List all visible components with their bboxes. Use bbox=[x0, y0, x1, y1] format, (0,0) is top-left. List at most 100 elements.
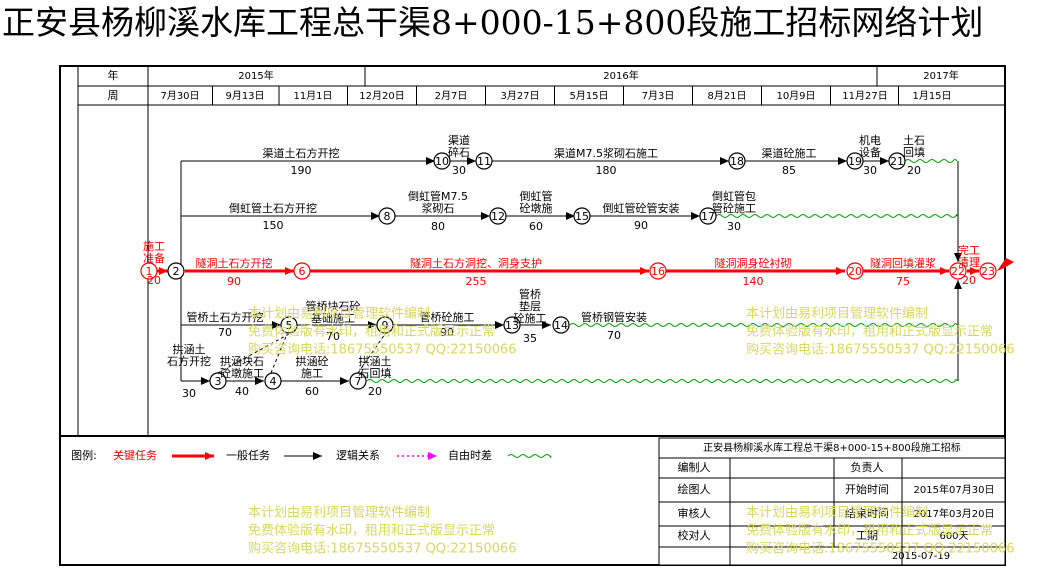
title-block-label: 开始时间 bbox=[845, 482, 889, 496]
node-4 bbox=[264, 372, 282, 390]
legend-logic-head bbox=[428, 452, 437, 460]
task-duration: 85 bbox=[782, 164, 796, 177]
node-23 bbox=[979, 262, 997, 280]
diagram-frame bbox=[59, 65, 1006, 566]
task-name: 施工 bbox=[301, 367, 323, 380]
node-10 bbox=[433, 152, 451, 170]
watermark-line: 免费体验版有水印，租用和正式版显示正常 bbox=[248, 324, 495, 340]
date-label: 12月20日 bbox=[359, 90, 404, 102]
task-duration: 30 bbox=[727, 220, 741, 233]
legend-label: 图例: bbox=[71, 448, 97, 462]
arrow-3-4-head bbox=[255, 377, 264, 385]
task-name: 清理 bbox=[958, 256, 980, 269]
task-duration: 255 bbox=[466, 275, 487, 288]
node-6-label: 6 bbox=[299, 265, 306, 278]
arrow-18-19-head bbox=[838, 157, 847, 165]
node-6 bbox=[293, 262, 311, 280]
arrow-19-21-head bbox=[880, 157, 889, 165]
task-name: 隧洞洞身砼衬砌 bbox=[715, 256, 792, 270]
title-block-label: 审核人 bbox=[678, 506, 711, 520]
task-arrows bbox=[157, 157, 1014, 385]
task-duration: 75 bbox=[896, 275, 910, 288]
node-1 bbox=[140, 262, 158, 280]
legend-float-wave bbox=[507, 454, 552, 458]
title-block-label: 工期 bbox=[856, 529, 878, 542]
task-labels: 施工准备20渠道土石方开挖190渠道碎石30渠道M7.5浆砌石施工180渠道砼施… bbox=[143, 133, 980, 400]
node-7-label: 7 bbox=[355, 375, 362, 388]
arrow-21-22-head bbox=[954, 253, 962, 262]
task-name: 管桥块石砼 bbox=[306, 299, 361, 313]
task-name: 管桥砼施工 bbox=[420, 310, 475, 324]
node-5 bbox=[280, 316, 298, 334]
task-name: 拱涵土 bbox=[359, 354, 392, 368]
watermark-line: 免费体验版有水印，租用和正式版显示正常 bbox=[746, 324, 993, 340]
watermark-line: 购买咨询电话:18675550537 QQ:22150066 bbox=[746, 541, 1015, 557]
node-12 bbox=[489, 207, 507, 225]
date-label: 7月3日 bbox=[642, 90, 675, 102]
node-19 bbox=[846, 152, 864, 170]
task-duration: 140 bbox=[743, 275, 764, 288]
node-19-label: 19 bbox=[848, 155, 862, 168]
legend-float: 自由时差 bbox=[448, 448, 492, 462]
task-duration: 190 bbox=[291, 164, 312, 177]
node-11-label: 11 bbox=[477, 155, 491, 168]
task-name: 渠道M7.5浆砌石施工 bbox=[554, 146, 658, 160]
watermark-line: 本计划由易利项目管理软件编制 bbox=[248, 307, 430, 322]
end-flag bbox=[997, 258, 1014, 271]
watermark: 本计划由易利项目管理软件编制免费体验版有水印，租用和正式版显示正常购买咨询电话:… bbox=[248, 307, 1015, 557]
node-5-label: 5 bbox=[286, 319, 293, 332]
year-2017: 2017年 bbox=[923, 69, 958, 82]
node-2 bbox=[167, 262, 185, 280]
task-duration: 70 bbox=[218, 326, 232, 339]
node-7 bbox=[349, 372, 367, 390]
task-name: 浆砌石 bbox=[422, 201, 455, 215]
print-date: 2015-07-19 bbox=[892, 551, 950, 562]
task-name: 拱涵土 bbox=[173, 342, 206, 356]
node-20-label: 20 bbox=[848, 265, 862, 278]
title-block: 正安县杨柳溪水库工程总干渠8+000-15+800段施工招标编制人绘图人审核人校… bbox=[658, 437, 1006, 566]
task-name: 碎石 bbox=[448, 145, 470, 159]
task-duration: 80 bbox=[431, 220, 445, 233]
arrow-8-12-head bbox=[481, 212, 490, 220]
arrow-2-3-head bbox=[201, 377, 210, 385]
node-8 bbox=[378, 207, 396, 225]
node-13-label: 13 bbox=[505, 319, 519, 332]
date-label: 9月13日 bbox=[225, 90, 264, 102]
arrow-5-9-head bbox=[368, 321, 377, 329]
logic-link bbox=[357, 333, 386, 374]
task-name: 石回填 bbox=[359, 366, 392, 380]
date-label: 7月30日 bbox=[160, 90, 199, 102]
legend-logic: 逻辑关系 bbox=[336, 448, 380, 462]
task-duration: 40 bbox=[235, 385, 249, 398]
watermark-line: 购买咨询电话:18675550537 QQ:22150066 bbox=[248, 541, 517, 557]
arrow-11-18-head bbox=[720, 157, 729, 165]
arrow-15-17-head bbox=[691, 212, 700, 220]
task-duration: 35 bbox=[523, 332, 537, 345]
arrow-2-6-head bbox=[285, 267, 294, 275]
task-name: 基础施工 bbox=[311, 312, 355, 325]
arrow-10-11-head bbox=[467, 157, 476, 165]
task-name: 施工 bbox=[143, 240, 165, 253]
task-name: 隧洞土石方洞挖、洞身支护 bbox=[410, 256, 542, 270]
task-duration: 70 bbox=[607, 329, 621, 342]
date-label: 3月27日 bbox=[500, 90, 539, 102]
node-10-label: 10 bbox=[435, 155, 449, 168]
node-9-label: 9 bbox=[382, 319, 389, 332]
task-name: 隧洞回填灌浆 bbox=[870, 256, 936, 270]
node-15-label: 15 bbox=[575, 210, 589, 223]
page-title: 正安县杨柳溪水库工程总干渠8+000-15+800段施工招标网络计划 bbox=[2, 3, 984, 42]
task-duration: 70 bbox=[326, 330, 340, 343]
title-block-label: 结束时间 bbox=[845, 507, 889, 520]
watermark-line: 本计划由易利项目管理软件编制 bbox=[248, 506, 430, 521]
title-block-value: 600天 bbox=[939, 531, 968, 542]
task-name: 砼墩施工 bbox=[220, 366, 264, 380]
watermark-line: 免费体验版有水印，租用和正式版显示正常 bbox=[746, 523, 993, 539]
node-21 bbox=[888, 152, 906, 170]
date-label: 11月1日 bbox=[293, 90, 332, 102]
title-block-label: 负责人 bbox=[851, 460, 884, 474]
node-3-label: 3 bbox=[215, 375, 222, 388]
task-duration: 20 bbox=[962, 274, 976, 287]
title-block-value: 2015年07月30日 bbox=[914, 483, 995, 496]
